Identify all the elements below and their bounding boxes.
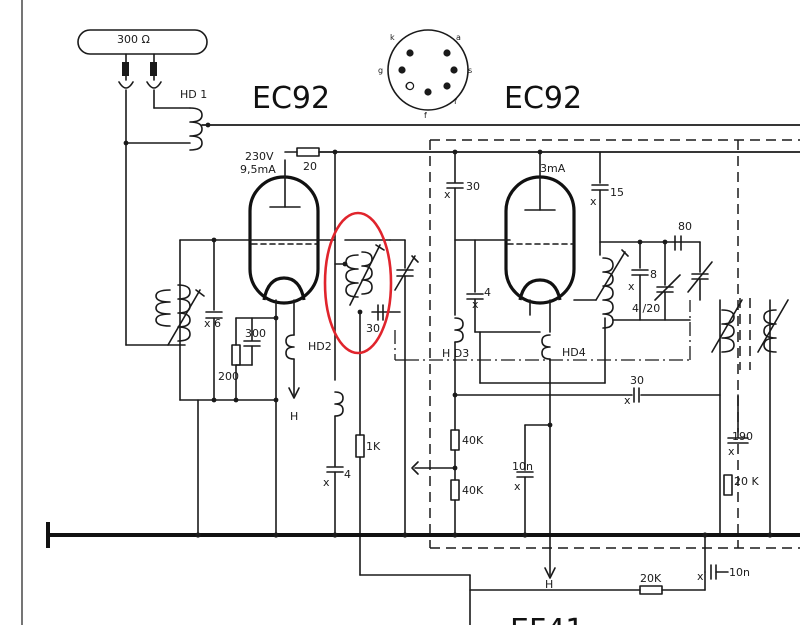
tube-left-label: EC92 <box>252 81 330 116</box>
right-190-20k: 190 x 20 K <box>723 394 759 496</box>
cathode-network: 200 300 <box>218 315 279 401</box>
c4-low-label: 4 <box>344 468 351 481</box>
input-coil-left: x 6 <box>125 237 336 403</box>
r20-label: 20 <box>303 160 317 173</box>
divider-40k: 40K 40K <box>411 429 484 536</box>
c190-label: 190 <box>732 430 753 443</box>
svg-text:x: x <box>204 317 211 330</box>
pin-s-label: s <box>468 66 472 75</box>
r40k-b-label: 40K <box>462 484 484 497</box>
svg-text:x: x <box>514 480 521 493</box>
right-grid-circuit: 30 x H D3 4 x <box>394 151 691 431</box>
hd4-label: HD4 <box>562 346 586 359</box>
r20k-h-label: 20K <box>640 572 662 585</box>
hd1-label: HD 1 <box>180 88 207 101</box>
tube-right-ec92: 3mA <box>452 149 800 305</box>
current-right-label: 3mA <box>540 162 566 175</box>
anode-tank-circuit: 15 x 80 8 x 4 /20 <box>573 151 713 329</box>
antenna-impedance-label: 300 Ω <box>117 33 150 46</box>
r40k-a-label: 40K <box>462 434 484 447</box>
output-transformer <box>711 298 789 536</box>
c80-label: 80 <box>678 220 692 233</box>
current-label: 9,5mA <box>240 163 276 176</box>
svg-text:x: x <box>697 570 704 583</box>
pin-g-label: g <box>378 66 383 75</box>
h-mid-label: H <box>545 578 553 591</box>
shield-box <box>429 139 800 549</box>
pin-f1-label: f <box>424 111 427 120</box>
c4-mid-label: 4 <box>484 286 491 299</box>
svg-text:x: x <box>624 394 631 407</box>
tube-left-ec92: 230V 9,5mA 20 <box>240 147 800 536</box>
svg-text:x: x <box>590 195 597 208</box>
svg-text:x: x <box>444 188 451 201</box>
voltage-label: 230V <box>245 150 274 163</box>
c10n-label: 10n <box>512 460 533 473</box>
c300-label: 300 <box>245 327 266 340</box>
choke-hd1: HD 1 <box>123 88 800 151</box>
c6-label: 6 <box>214 317 221 330</box>
antenna-tuning-coil: 1K 30 <box>323 211 471 625</box>
c30-coil-label: 30 <box>366 322 380 335</box>
h-left-label: H <box>290 410 298 423</box>
tube-socket-pinout: k a g s f f <box>378 29 472 120</box>
pin-k-label: k <box>390 33 395 42</box>
choke-hd4: HD4 H 10n x <box>512 299 586 591</box>
ground-bus <box>46 399 800 548</box>
c4-20-label: 4 /20 <box>632 302 660 315</box>
highlight-circle <box>323 211 393 355</box>
c30-top-label: 30 <box>466 180 480 193</box>
c10n-b-label: 10n <box>729 566 750 579</box>
antenna-dipole: 300 Ω <box>77 29 208 346</box>
r1k-label: 1K <box>366 440 381 453</box>
bottom-partial-label: EF41 <box>510 613 584 625</box>
r200-label: 200 <box>218 370 239 383</box>
bottom-filter: 10n x 20K <box>469 534 750 595</box>
plate-feed: 4 x <box>323 151 351 536</box>
svg-text:x: x <box>728 445 735 458</box>
coupling-30: 30 x <box>452 374 721 407</box>
pin-f2-label: f <box>454 97 457 106</box>
pin-a-label: a <box>456 33 461 42</box>
choke-hd2: HD2 H <box>285 334 332 423</box>
c8-label: 8 <box>650 268 657 281</box>
c15-label: 15 <box>610 186 624 199</box>
c30-mid-label: 30 <box>630 374 644 387</box>
r20k-v-label: 20 K <box>734 475 759 488</box>
hd2-label: HD2 <box>308 340 332 353</box>
svg-text:x: x <box>323 476 330 489</box>
tube-right-label: EC92 <box>504 81 582 116</box>
svg-text:x: x <box>628 280 635 293</box>
